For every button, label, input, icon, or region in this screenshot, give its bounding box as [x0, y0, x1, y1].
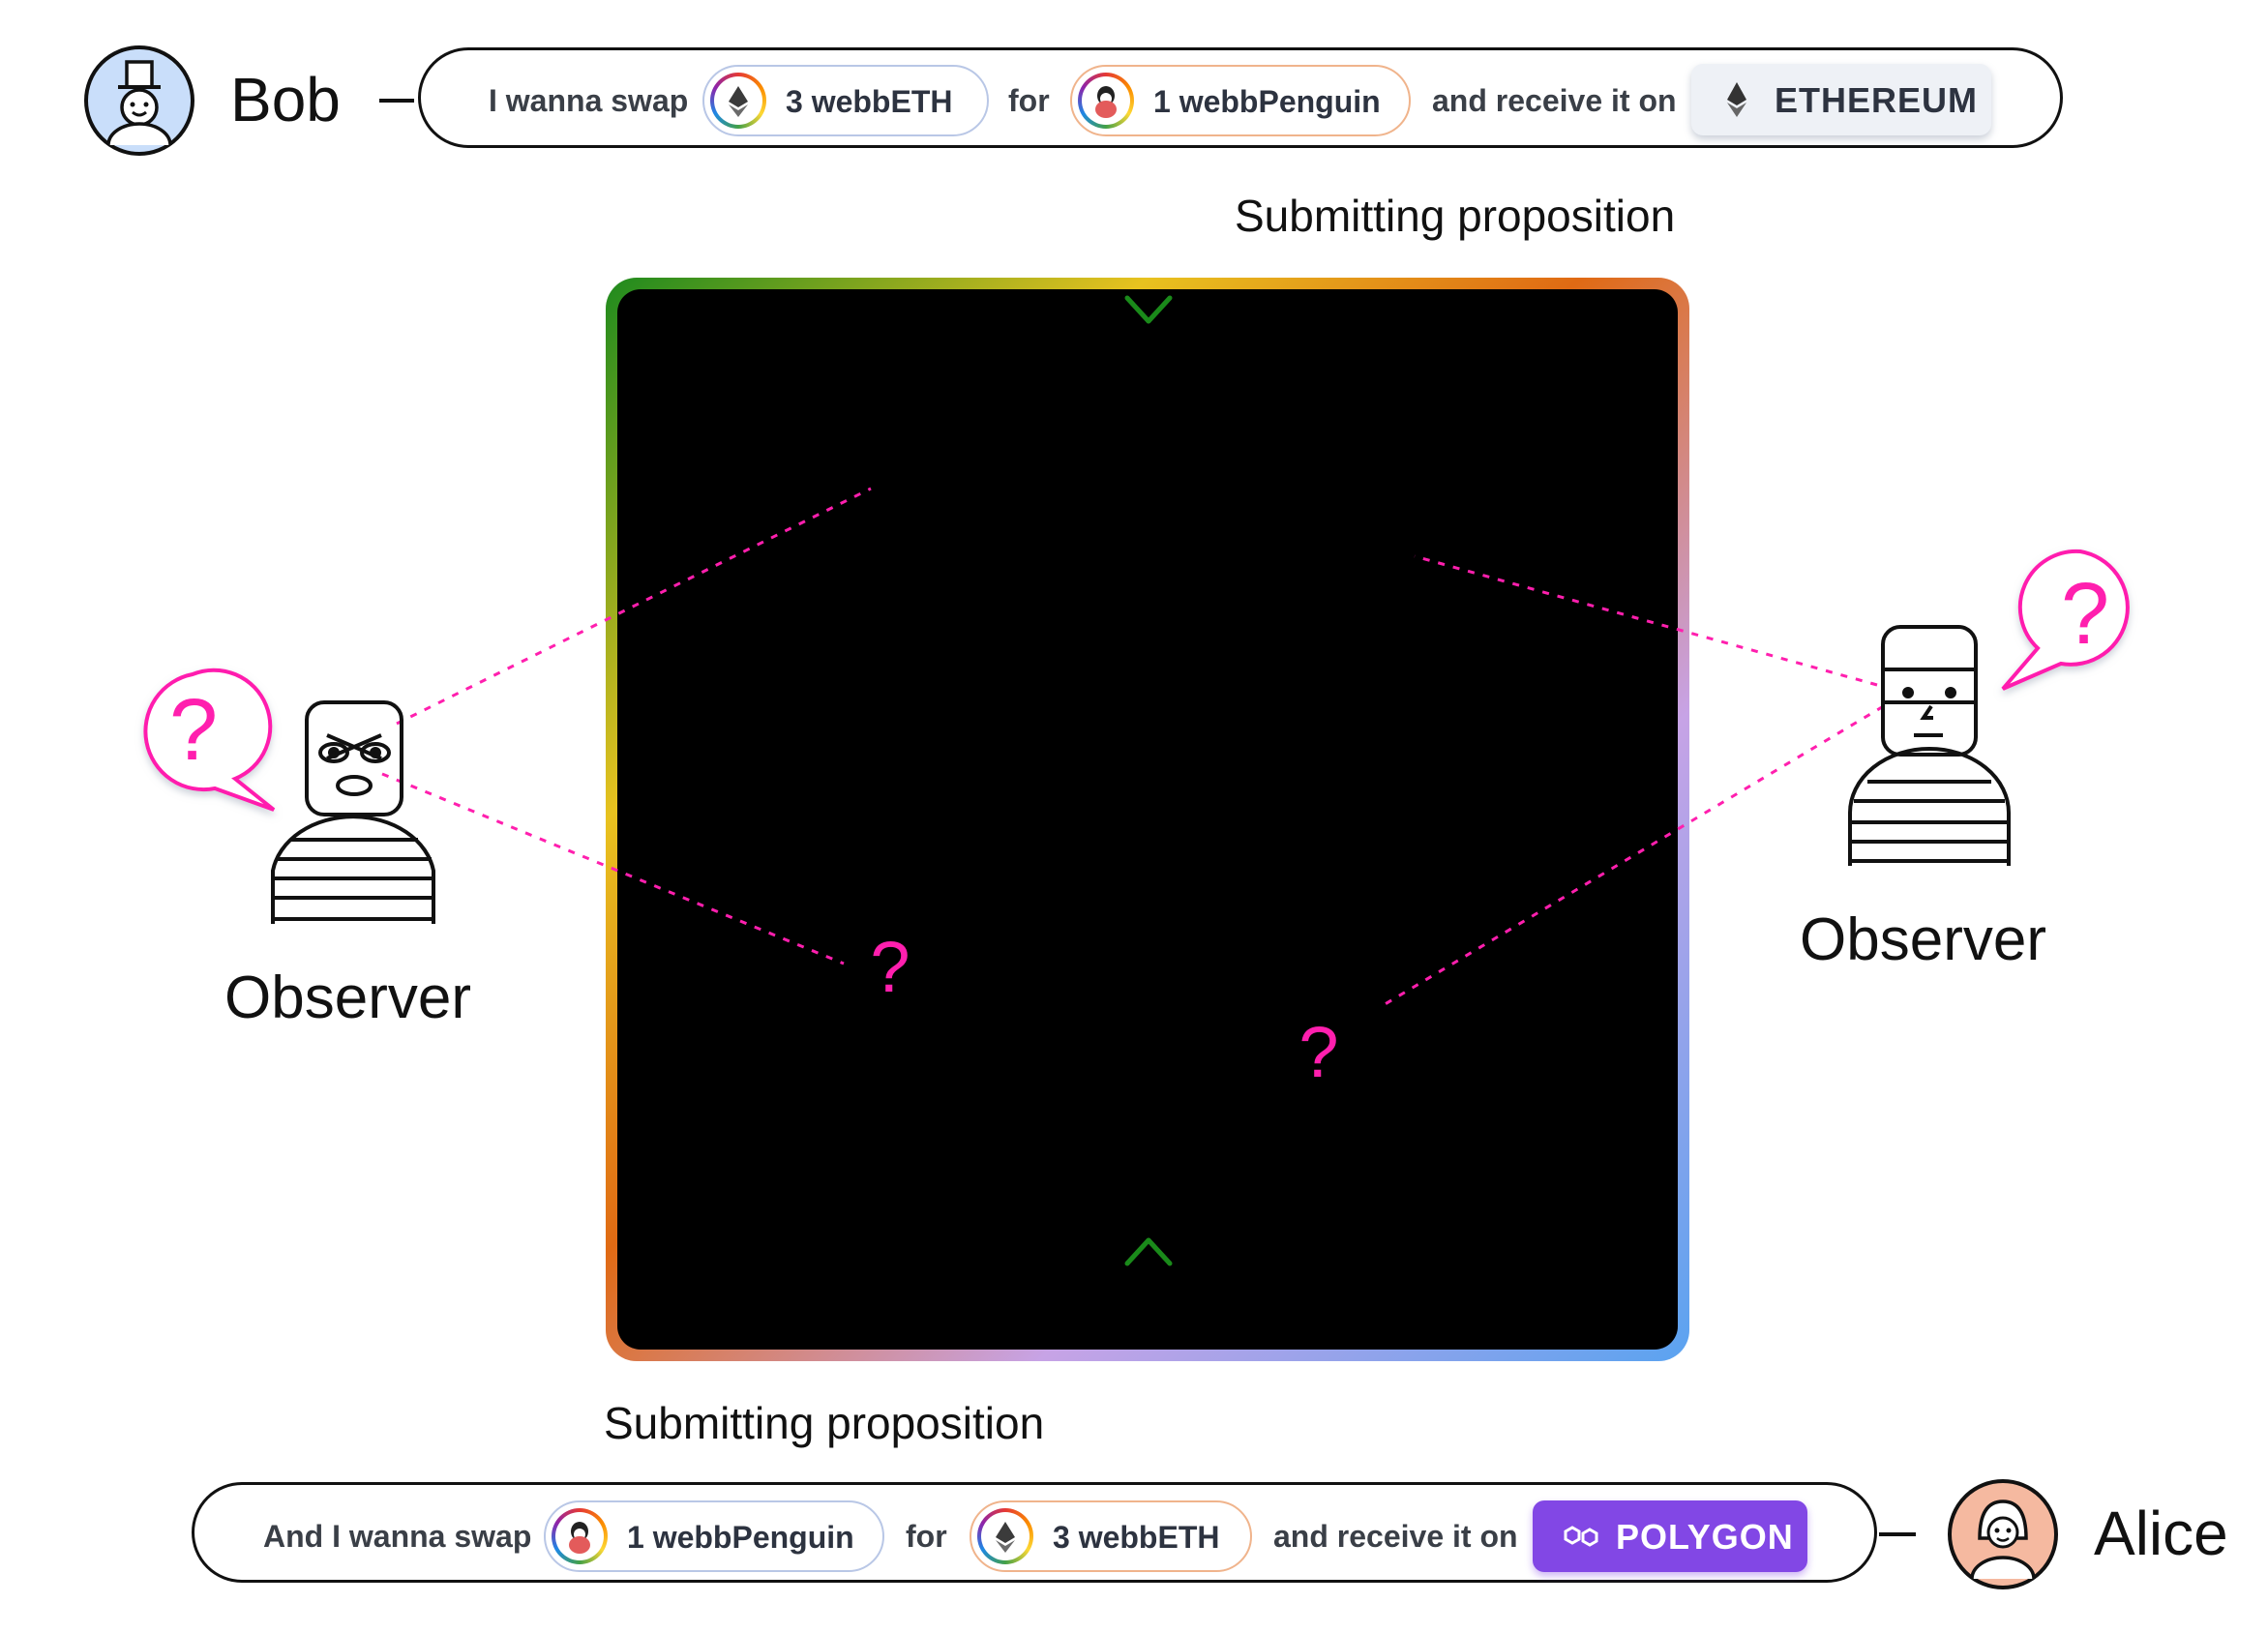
- ethereum-icon: [1727, 82, 1746, 117]
- hidden-mark-2: ?: [1298, 1012, 1338, 1092]
- alice-action-caption: Submitting proposition: [604, 1398, 1045, 1448]
- bob-token-give-label: 3 webbETH: [786, 84, 953, 119]
- hidden-mark-1: ?: [870, 927, 910, 1007]
- penguin-icon: [1078, 73, 1134, 129]
- penguin-icon: [552, 1508, 608, 1564]
- bob-token-get: 1 webbPenguin: [1070, 65, 1411, 136]
- bob-message-suffix: and receive it on: [1432, 83, 1677, 118]
- left-observer-label: Observer: [224, 965, 471, 1031]
- top-hat-person-icon: [84, 45, 194, 156]
- bandana-observer-icon: [1848, 625, 2011, 866]
- alice-message-suffix: and receive it on: [1273, 1519, 1518, 1554]
- ethereum-icon: [977, 1508, 1033, 1564]
- bob-chain-ethereum: ETHEREUM: [1691, 64, 1991, 135]
- polygon-icon: [1564, 1526, 1598, 1547]
- woman-person-icon: [1948, 1479, 2058, 1589]
- bob-message-connector: for: [1008, 83, 1050, 118]
- bob-action-caption: Submitting proposition: [1235, 191, 1676, 241]
- bob-token-give: 3 webbETH: [702, 65, 989, 136]
- observer-sight-lines: [381, 487, 1897, 1008]
- bob-message-prefix: I wanna swap: [489, 83, 689, 118]
- alice-token-get-label: 3 webbETH: [1053, 1520, 1220, 1555]
- alice-name: Alice: [2094, 1499, 2228, 1568]
- ethereum-icon: [710, 73, 766, 129]
- alice-message-connector: for: [906, 1519, 947, 1554]
- bob-name: Bob: [230, 65, 341, 134]
- left-observer-bubble-mark: ?: [169, 682, 218, 779]
- alice-submit-arrow: [1124, 1237, 1173, 1480]
- right-observer-bubble: [2001, 549, 2130, 691]
- black-box: [606, 278, 1689, 1361]
- bob-token-get-label: 1 webbPenguin: [1153, 84, 1381, 119]
- right-observer-bubble-mark: ?: [2061, 566, 2109, 663]
- alice-chain-label: POLYGON: [1616, 1517, 1794, 1557]
- masked-observer-icon: [271, 700, 435, 924]
- left-observer-bubble: [143, 668, 276, 812]
- right-observer-label: Observer: [1800, 906, 2046, 973]
- alice-token-get: 3 webbETH: [970, 1500, 1252, 1572]
- bob-submit-arrow: [1124, 155, 1173, 324]
- alice-token-give: 1 webbPenguin: [544, 1500, 884, 1572]
- alice-chain-polygon: POLYGON: [1533, 1500, 1807, 1572]
- alice-token-give-label: 1 webbPenguin: [627, 1520, 854, 1555]
- bob-chain-label: ETHEREUM: [1775, 80, 1979, 120]
- alice-message-prefix: And I wanna swap: [263, 1519, 532, 1554]
